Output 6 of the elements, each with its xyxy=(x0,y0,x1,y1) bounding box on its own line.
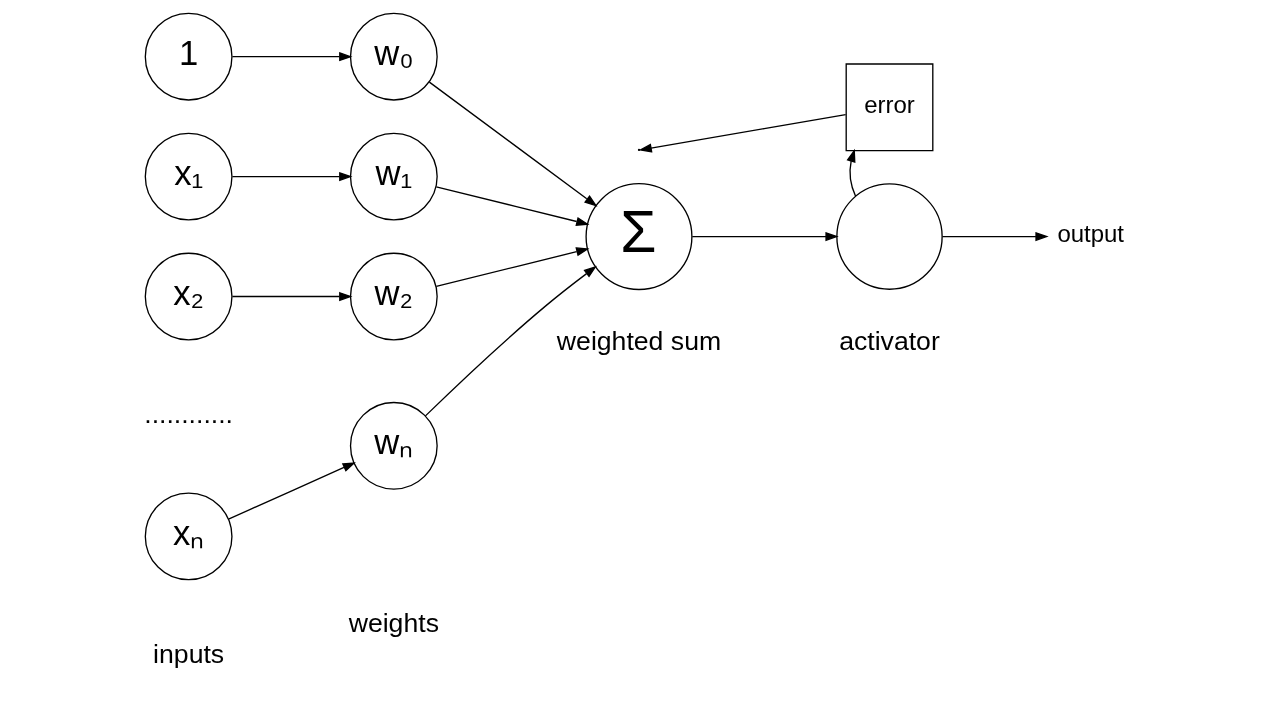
label: ............ xyxy=(144,399,234,430)
node-text: output xyxy=(1057,220,1125,248)
label: inputs xyxy=(153,638,225,669)
node-label: weighted sum xyxy=(556,325,722,356)
node-label: activator xyxy=(839,325,940,356)
label: weights xyxy=(348,608,439,639)
